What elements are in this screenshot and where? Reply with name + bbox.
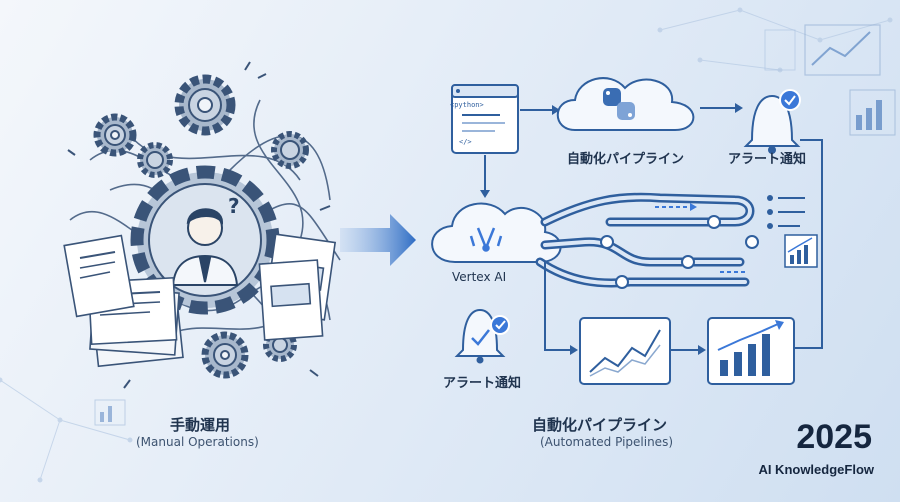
background-network [0,7,893,483]
background-chart-bars [849,89,896,136]
pipeline-nodes [600,215,759,289]
gear-icon [271,131,309,169]
background-chart-top [764,24,881,76]
gear-icon [137,142,173,178]
transition-arrow [340,214,416,266]
pipeline-tubes [535,192,755,288]
alert-top-label: アラート通知 [728,152,807,167]
check-badge-icon [779,89,801,111]
spreadsheet-icon [258,233,337,341]
chaos-marks [67,61,331,389]
vertex-ai-cloud-icon [431,202,562,263]
confused-person-icon: ? [171,194,240,286]
flow-arrows [480,103,823,349]
output-list-icon [767,195,805,229]
vertex-ai-label: Vertex AI [452,270,507,284]
python-cloud-icon [556,77,695,131]
manual-title-jp: 手動運用 [170,416,231,434]
flow-arrows [544,262,706,355]
year-label: 2025 [796,418,872,456]
background-chart-left [94,399,126,426]
code-tag-close: </> [459,138,472,146]
automated-title-jp: 自動化パイプライン [532,416,668,434]
code-tag-open: <python> [450,101,484,109]
gear-icon [93,113,137,157]
gear-icon [201,331,249,379]
svg-text:?: ? [228,194,240,218]
python-code-window [451,84,519,154]
bar-chart-card-icon [707,317,795,385]
vertex-ai-logo-icon [469,227,503,252]
check-badge-icon [490,315,510,335]
pipeline-dash-arrows [655,203,748,273]
brand-label: AI KnowledgeFlow [758,462,874,477]
alert-bottom-label: アラート通知 [443,376,522,391]
pipeline-cloud-label: 自動化パイプライン [567,152,685,167]
manual-title-en: (Manual Operations) [136,435,259,449]
document-icon [63,234,135,318]
line-chart-card-icon [579,317,671,385]
mini-bar-chart-icon [784,234,818,268]
manual-operations-illustration: ? [63,61,341,389]
automated-title-en: (Automated Pipelines) [540,435,674,449]
gear-icon [174,74,236,136]
